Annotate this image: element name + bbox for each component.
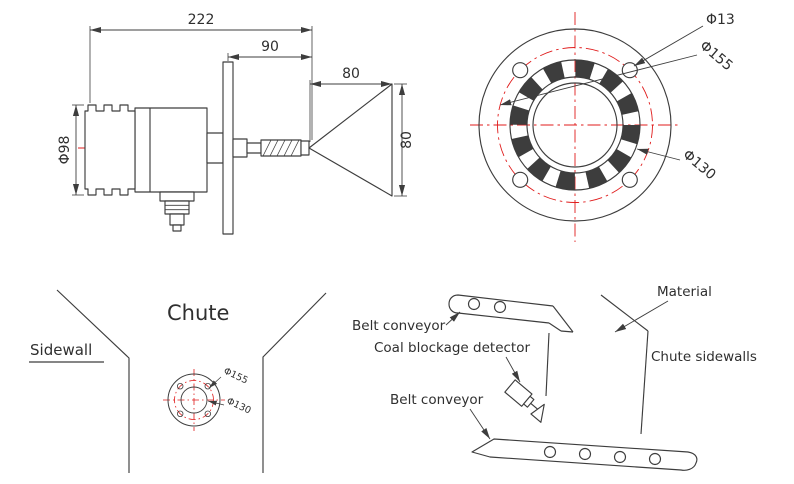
belt-roller bbox=[613, 450, 627, 464]
chute-sidewalls-label: Chute sidewalls bbox=[651, 349, 757, 365]
front-view-drawing: Φ13 Φ155 Φ130 bbox=[470, 12, 736, 242]
label-material: Material bbox=[614, 284, 712, 333]
belt-conveyor-upper-label: Belt conveyor bbox=[352, 318, 446, 334]
detector-symbol bbox=[504, 379, 545, 423]
bolt-hole bbox=[176, 410, 184, 417]
cable-gland bbox=[159, 191, 195, 232]
dim-d130-label: Φ130 bbox=[679, 147, 718, 184]
label-chute-sidewalls: Chute sidewalls bbox=[651, 349, 757, 365]
mounting-flange-plate bbox=[222, 61, 234, 235]
chute-left-wall bbox=[56, 289, 130, 473]
thread-hatch bbox=[262, 139, 300, 157]
chute-mounting-flange: Φ155 Φ130 bbox=[163, 366, 253, 431]
left-chute-sidewall bbox=[545, 332, 550, 397]
dim-80-width-label: 80 bbox=[342, 66, 360, 82]
right-chute-sidewall bbox=[640, 330, 649, 435]
label-belt-conveyor-upper: Belt conveyor bbox=[352, 311, 461, 334]
leader-d13: Φ13 bbox=[633, 12, 735, 67]
dimension-90: 90 bbox=[227, 39, 312, 61]
dim-90-label: 90 bbox=[261, 39, 279, 55]
ring-outer-edge bbox=[509, 59, 641, 191]
bolt-hole bbox=[204, 410, 211, 417]
side-view-drawing: 222 90 80 80 Φ98 bbox=[57, 12, 415, 235]
transfer-chute-walls bbox=[545, 294, 649, 435]
bolt-hole bbox=[176, 383, 184, 390]
belt-conveyor-lower-label: Belt conveyor bbox=[390, 392, 484, 408]
bolt-circle-centerline bbox=[497, 47, 653, 203]
label-detector: Coal blockage detector bbox=[374, 340, 530, 383]
housing-fin-block bbox=[84, 104, 136, 196]
dim-80-height-label: 80 bbox=[399, 131, 415, 149]
chute-label: Chute bbox=[167, 301, 229, 325]
dim-d98-label: Φ98 bbox=[57, 136, 73, 165]
dimension-80-height: 80 bbox=[394, 83, 415, 197]
lower-belt-conveyor bbox=[471, 438, 698, 471]
belt-roller bbox=[467, 297, 481, 311]
dimension-80-width: 80 bbox=[309, 66, 392, 142]
flange-outer-circle bbox=[478, 28, 672, 222]
material-label: Material bbox=[657, 284, 712, 300]
upper-belt-conveyor bbox=[448, 294, 574, 333]
shaft bbox=[246, 142, 262, 154]
bore-circle bbox=[532, 82, 618, 168]
ring-inner-edge bbox=[526, 76, 624, 174]
belt-roller bbox=[493, 300, 507, 314]
housing-neck bbox=[206, 132, 224, 164]
shaft-collar bbox=[300, 140, 310, 156]
material-guide-line bbox=[600, 294, 649, 332]
bolt-hole bbox=[621, 171, 638, 188]
paddle-blade bbox=[308, 83, 393, 197]
coal-blockage-detector-label: Coal blockage detector bbox=[374, 340, 530, 356]
dim-d13-label: Φ13 bbox=[706, 12, 735, 28]
bolt-hole bbox=[512, 171, 529, 188]
installation-diagram: Sidewall Chute Φ155 Φ130 bbox=[29, 284, 757, 473]
toothed-ring bbox=[510, 60, 640, 190]
dimension-d98: Φ98 bbox=[57, 104, 84, 196]
bolt-hole bbox=[512, 62, 529, 79]
belt-roller bbox=[648, 452, 662, 466]
leader-d130: Φ130 bbox=[636, 147, 719, 184]
belt-roller bbox=[543, 445, 557, 459]
dim-d155-label: Φ155 bbox=[696, 38, 735, 75]
label-belt-conveyor-lower: Belt conveyor bbox=[390, 392, 491, 440]
belt-roller bbox=[578, 447, 592, 461]
flange-hub bbox=[232, 138, 248, 158]
flange-d155-label: Φ155 bbox=[222, 366, 250, 387]
flange-d130-label: Φ130 bbox=[225, 396, 253, 417]
sidewall-label: Sidewall bbox=[30, 341, 92, 359]
chute-right-wall bbox=[262, 292, 327, 473]
dim-222-label: 222 bbox=[188, 12, 215, 28]
motor-housing-body bbox=[134, 107, 208, 193]
